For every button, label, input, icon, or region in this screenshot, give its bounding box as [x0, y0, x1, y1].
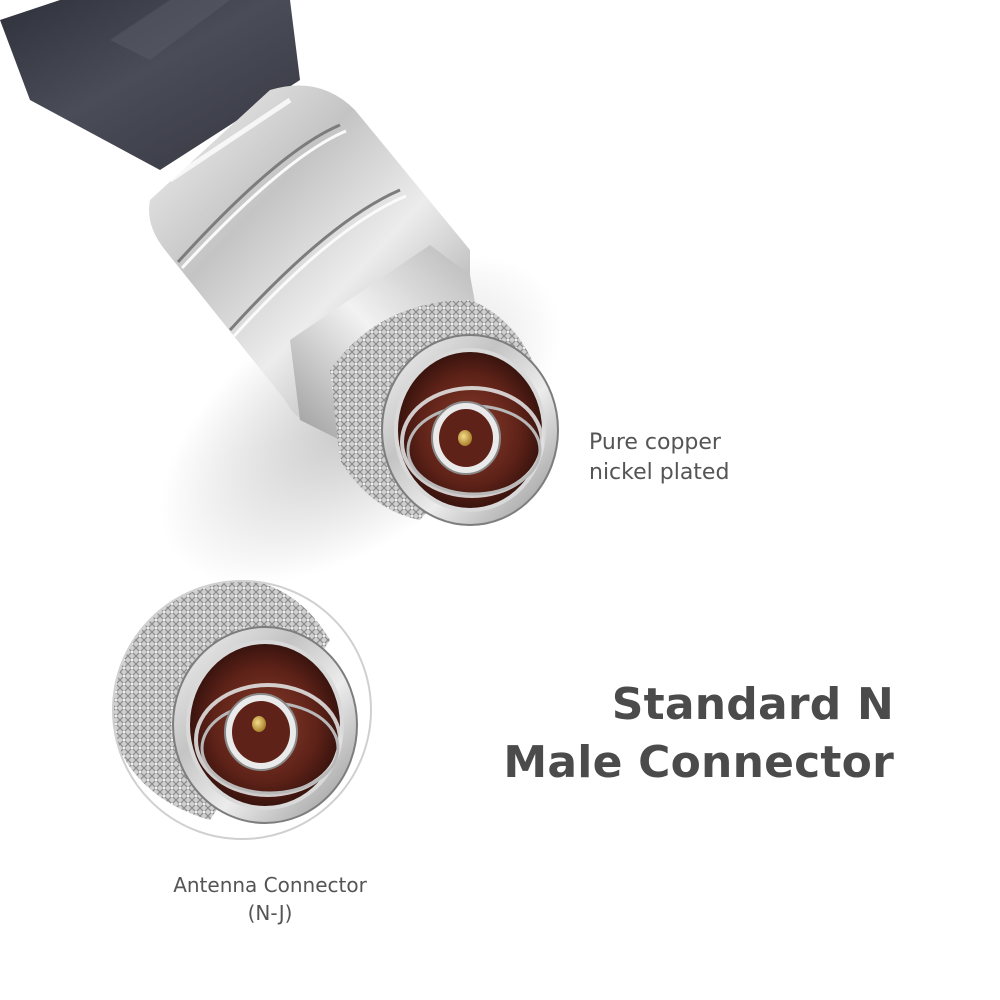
inset-closeup	[112, 580, 372, 840]
caption-line2: (N-J)	[247, 901, 293, 925]
material-label: Pure copper nickel plated	[589, 428, 729, 488]
knurled-coupling-nut	[330, 300, 559, 526]
material-label-line2: nickel plated	[589, 460, 730, 485]
center-pin	[458, 430, 472, 446]
product-headline: Standard N Male Connector	[503, 676, 894, 792]
headline-line2: Male Connector	[503, 737, 894, 788]
caption-line1: Antenna Connector	[173, 873, 367, 897]
coax-cable	[0, 0, 300, 170]
headline-line1: Standard N	[611, 679, 894, 730]
inset-caption: Antenna Connector (N-J)	[120, 871, 420, 927]
material-label-line1: Pure copper	[589, 430, 721, 455]
